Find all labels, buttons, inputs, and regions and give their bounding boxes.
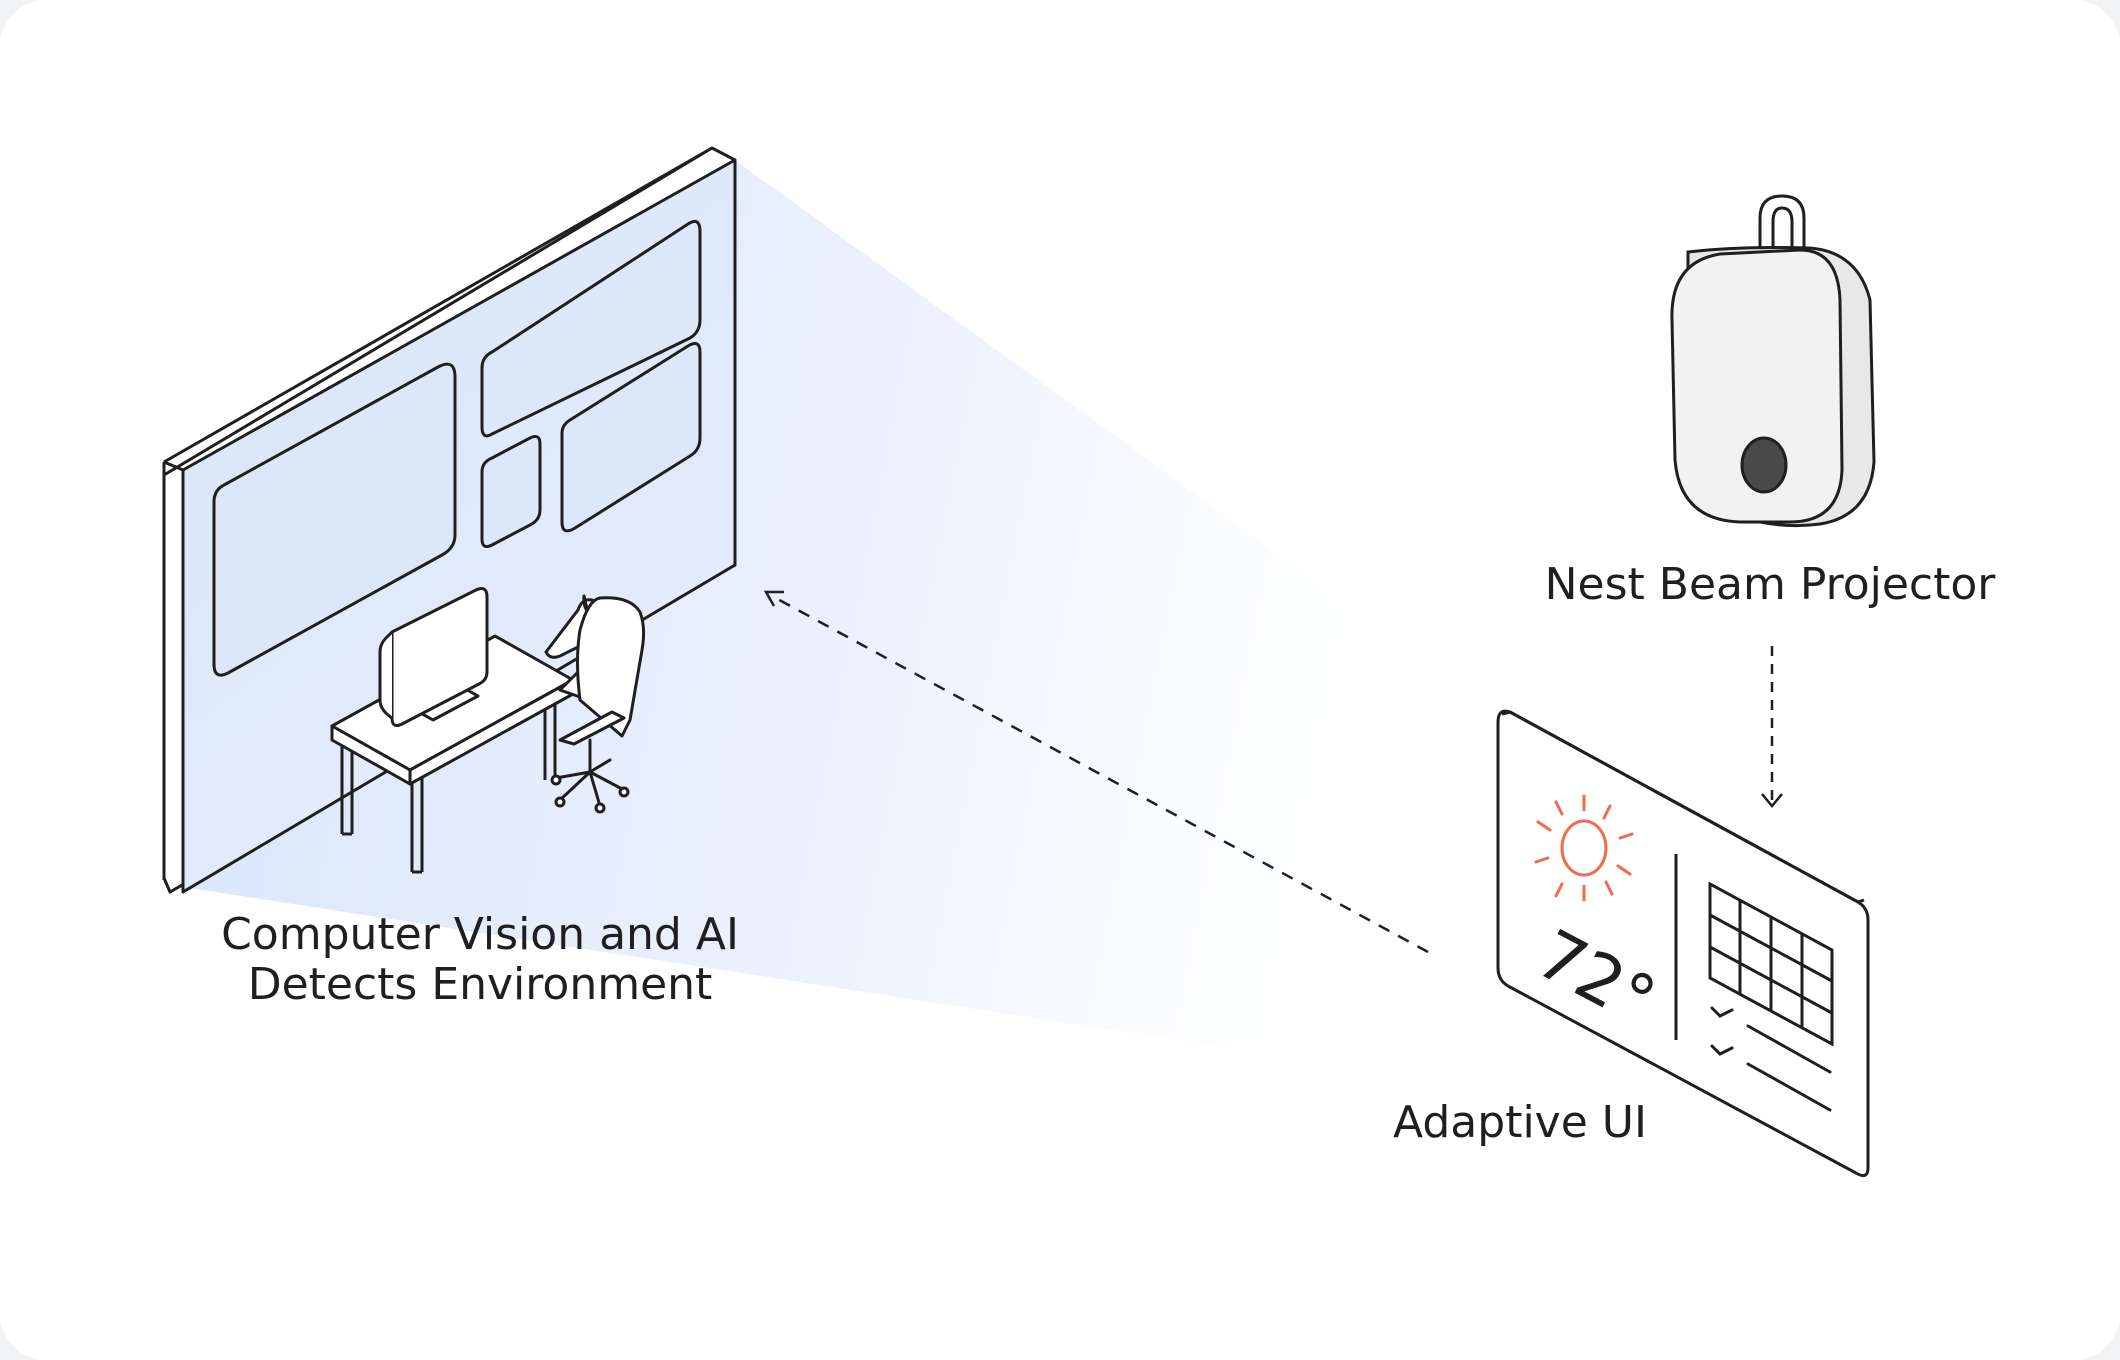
arrowhead-left-icon [763,590,784,607]
checkmark-icon [1710,1006,1734,1018]
wall [162,146,737,894]
arrowhead-down-icon [1761,793,1783,808]
sun-icon [1534,794,1634,902]
wall-caption: Computer Vision and AI Detects Environme… [180,910,780,1010]
calendar-grid-icon [1708,881,1834,1047]
monitor [378,587,489,727]
dashed-arrow-to-wall [771,594,1429,954]
wall-caption-line2: Detects Environment [247,959,713,1010]
projector-handle-icon [1758,194,1806,252]
adaptive-ui-caption: Adaptive UI [1393,1097,1647,1148]
wall-panels [212,219,702,677]
checklist [1710,1006,1832,1112]
projector-lens-icon [1740,436,1788,494]
wall-caption-line1: Computer Vision and AI [221,909,739,960]
nest-beam-projector [1670,194,1876,528]
projector-caption: Nest Beam Projector [1544,559,1996,610]
checkmark-icon [1710,1044,1734,1056]
office-chair [544,594,646,814]
